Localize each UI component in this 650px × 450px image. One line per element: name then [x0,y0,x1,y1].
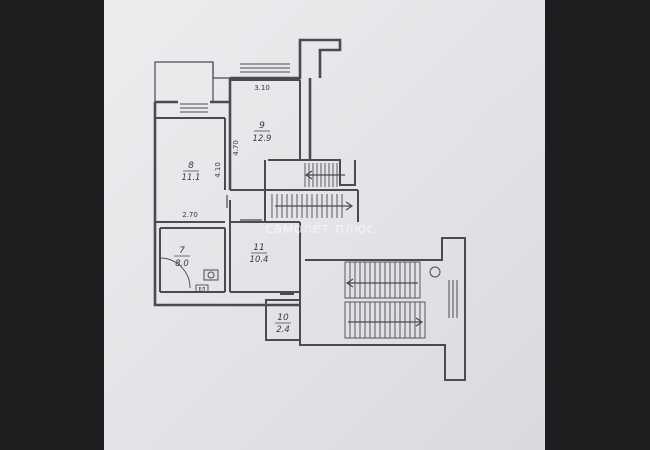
stair-main-upper-arrow [345,278,418,288]
watermark-text: самолёт плюс [265,221,374,237]
room-10-number: 10 [277,313,289,323]
meter-label: ЕЛ [199,287,206,293]
paper-sheet [104,0,545,450]
room-8-number: 8 [188,161,194,171]
meter-box [195,284,209,293]
room-11-number: 11 [253,243,264,253]
corridor-walls [264,159,466,381]
room-9-number: 9 [259,121,265,131]
stair-upper-arrow [304,170,345,180]
room-7-number: 7 [179,246,185,256]
window-marks [180,63,290,113]
dim-room8-height: 4.10 [214,162,222,178]
stair-main-lower-flight [344,301,426,339]
dark-margin-left [0,0,104,450]
stair-main-upper-flight [344,261,421,299]
room-8-walls [155,117,226,223]
bathroom-door-swing [159,257,191,289]
dim-room8-width: 2.70 [182,211,198,219]
room-9-walls [230,79,301,191]
stair-main-lower-arrow [348,317,424,327]
stair-middle-arrow [275,201,354,211]
stair-window [448,280,458,318]
room-7-area: 8.0 [175,259,189,269]
outer-walls [153,38,342,307]
toilet-fixture [203,269,219,281]
dim-top-width: 3.10 [254,84,270,92]
dark-margin-right [545,0,650,450]
room-11-area: 10.4 [250,255,269,265]
room-9-area: 12.9 [253,134,272,144]
balcony-outline [154,61,230,102]
door-marks [226,195,262,221]
dim-room9-height: 4.70 [232,140,240,156]
stair-landing-circle [429,266,441,278]
room-10-area: 2.4 [276,325,290,335]
room-8-area: 11.1 [182,173,201,183]
